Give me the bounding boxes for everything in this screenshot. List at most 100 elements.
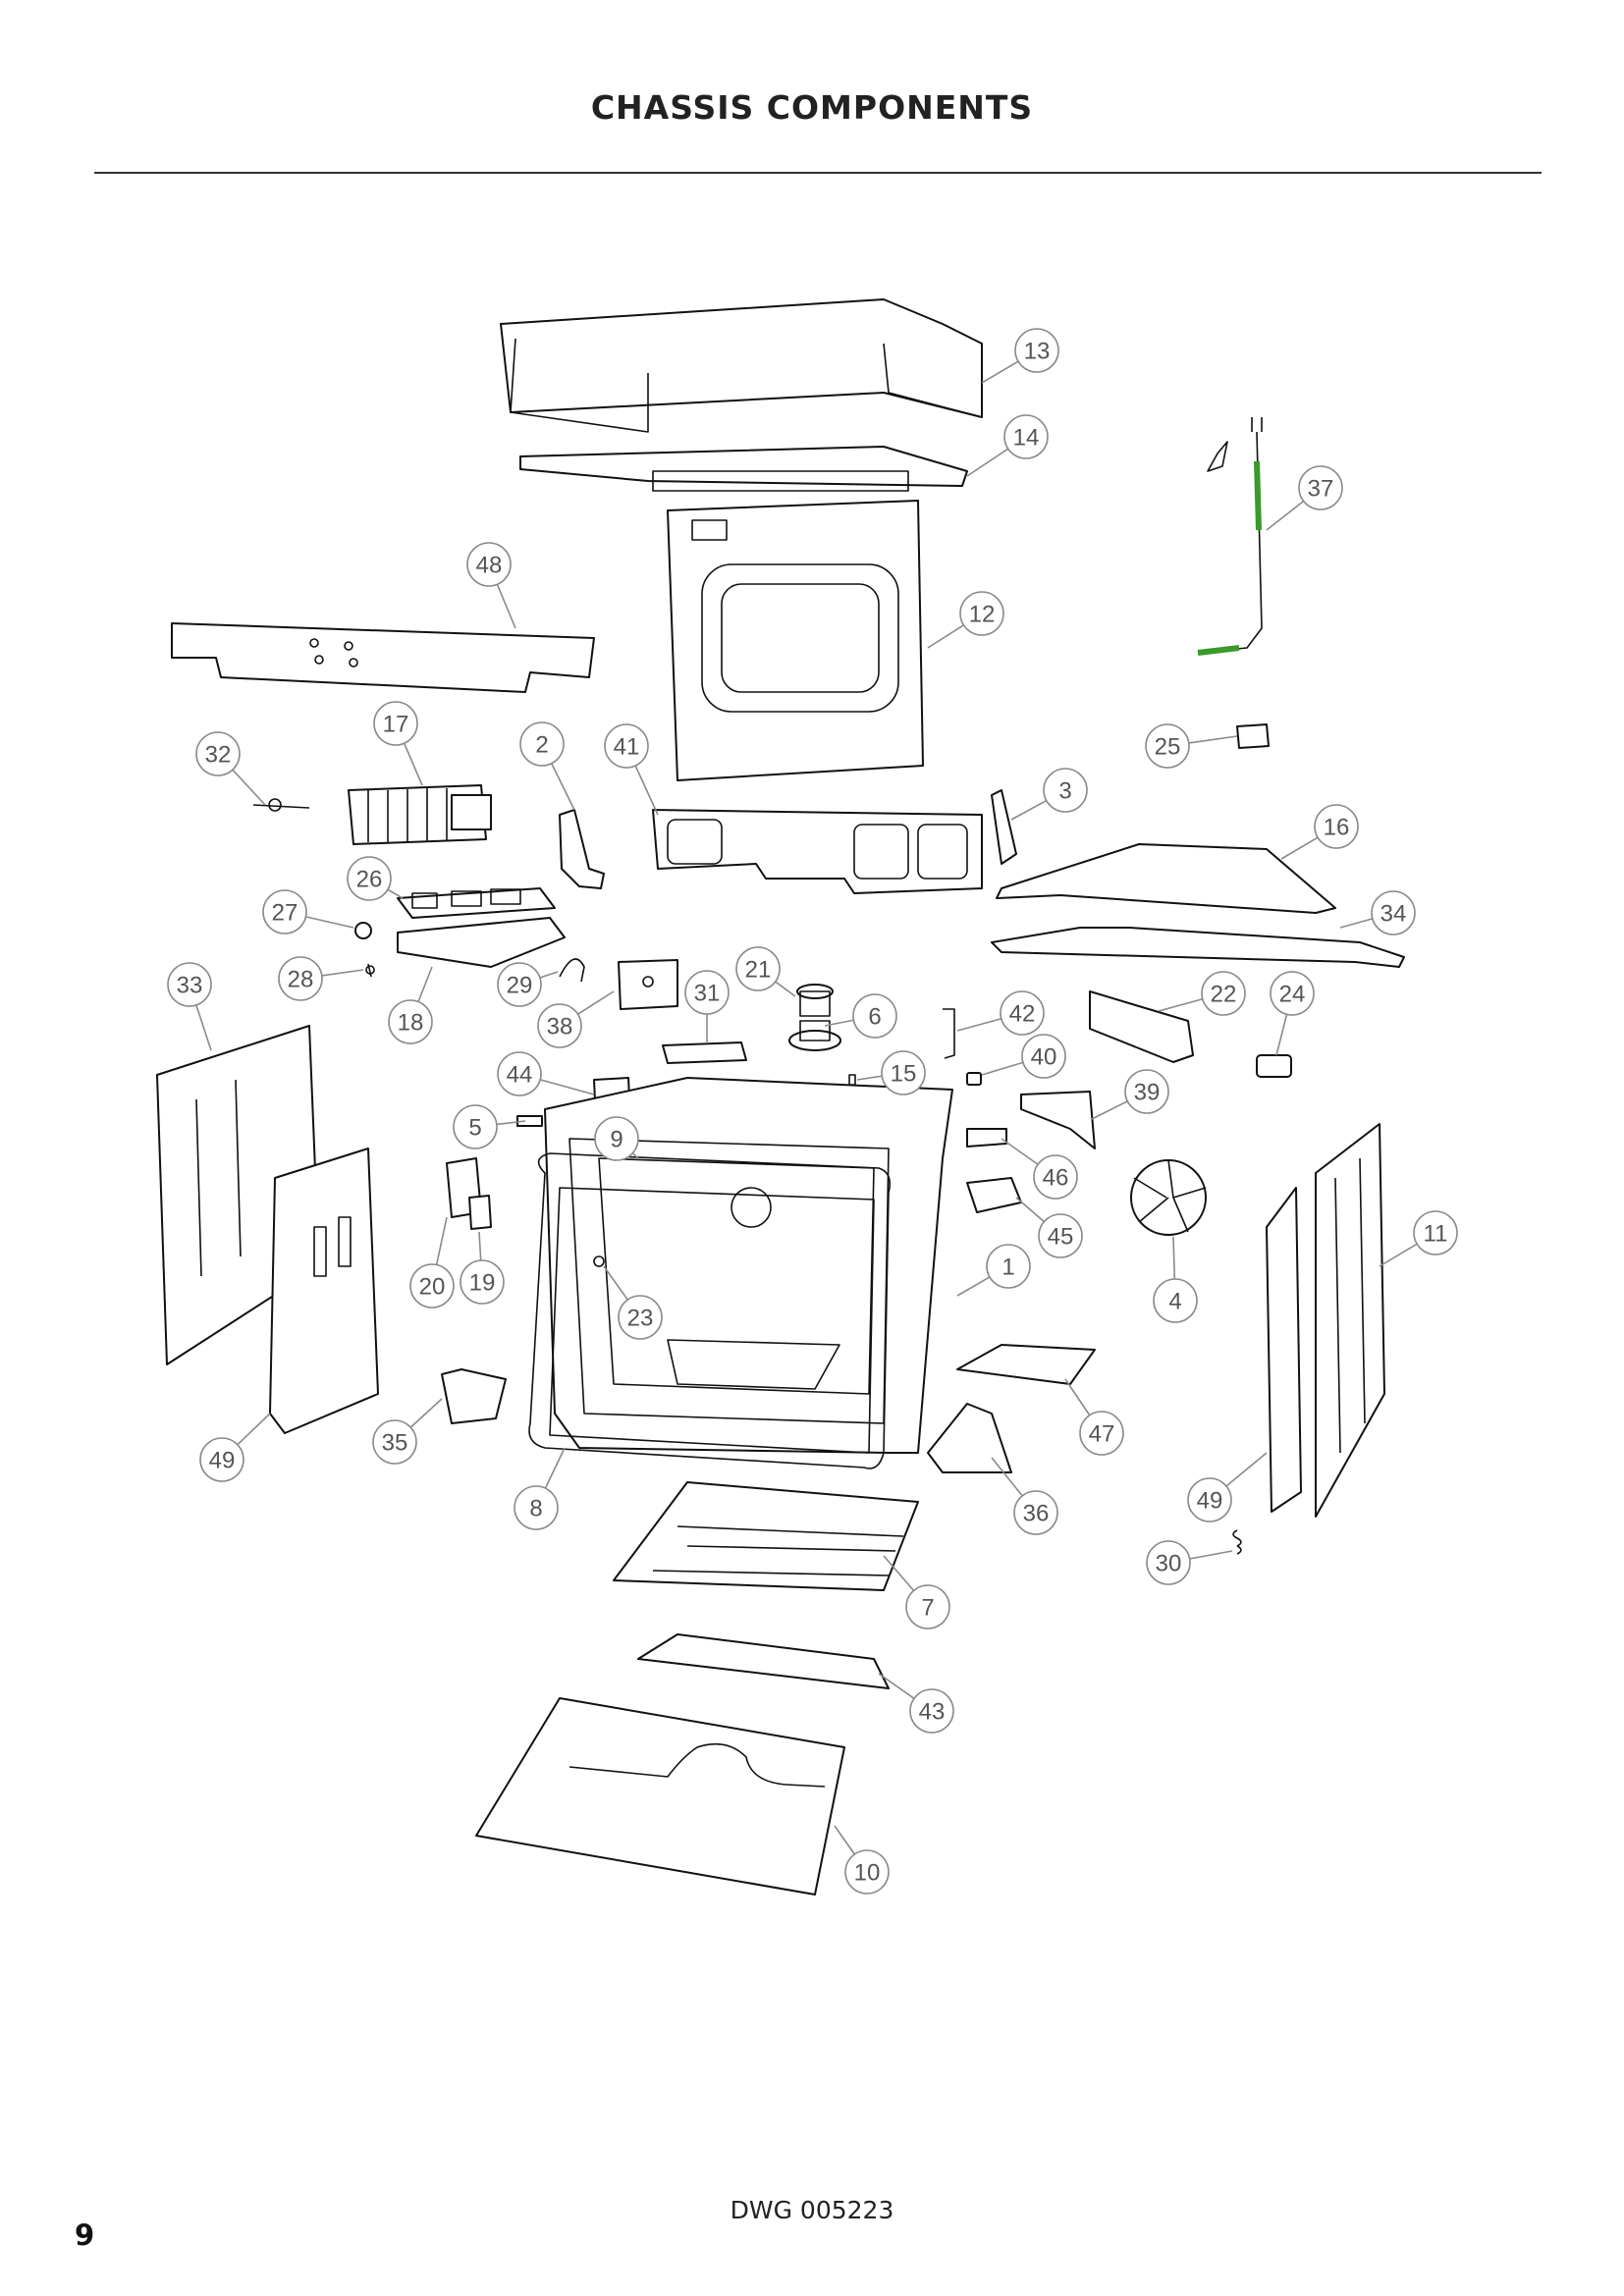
- callout-22: 22: [1201, 971, 1246, 1016]
- part-8-door-frame: [528, 1152, 892, 1469]
- leader-line-12: [927, 624, 964, 649]
- leader-line-30: [1189, 1550, 1233, 1560]
- part-47-plate: [956, 1344, 1096, 1385]
- callout-label: 41: [614, 734, 640, 761]
- part-16-side-plate: [996, 843, 1336, 914]
- callout-circle: [195, 731, 241, 776]
- callout-circle: [959, 591, 1004, 636]
- callout-circle: [1013, 1490, 1058, 1535]
- callout-label: 2: [535, 732, 548, 759]
- leader-line-13: [981, 360, 1019, 384]
- part-25-clip: [1236, 723, 1270, 749]
- callout-circle: [466, 542, 512, 587]
- callout-label: 3: [1058, 778, 1071, 805]
- callout-circle: [1079, 1411, 1124, 1456]
- leader-line-39: [1091, 1100, 1128, 1120]
- callout-37: 37: [1298, 465, 1343, 510]
- callout-circle: [1146, 1540, 1191, 1585]
- callout-label: 14: [1013, 425, 1040, 452]
- part-27-switch: [354, 922, 372, 939]
- page-number: 9: [75, 2218, 95, 2252]
- callout-circle: [278, 956, 323, 1001]
- callout-33: 33: [167, 962, 212, 1007]
- callout-circle: [852, 993, 897, 1039]
- leader-line-22: [1158, 998, 1203, 1012]
- leader-line-37: [1266, 500, 1305, 531]
- callout-label: 22: [1211, 982, 1237, 1008]
- callout-circle: [519, 721, 565, 767]
- callout-42: 42: [1000, 990, 1045, 1036]
- leader-line-2: [551, 763, 575, 811]
- leader-line-35: [409, 1398, 443, 1428]
- callout-27: 27: [262, 889, 307, 934]
- callout-label: 8: [529, 1496, 542, 1522]
- callout-label: 20: [419, 1274, 446, 1301]
- callout-49: 49: [1187, 1477, 1232, 1522]
- callout-23: 23: [618, 1295, 663, 1340]
- callout-label: 42: [1009, 1001, 1036, 1028]
- callout-4: 4: [1153, 1278, 1198, 1323]
- callout-13: 13: [1014, 328, 1059, 373]
- callout-32: 32: [195, 731, 241, 776]
- callout-circle: [1014, 328, 1059, 373]
- part-29-sensor: [559, 958, 585, 983]
- callout-label: 16: [1324, 815, 1350, 841]
- part-48-rail: [171, 622, 595, 693]
- part-11-right-side-panel: [1315, 1123, 1385, 1518]
- part-32-bracket: [252, 798, 310, 812]
- callout-label: 49: [209, 1448, 236, 1474]
- callout-14: 14: [1003, 414, 1049, 459]
- callout-label: 12: [969, 602, 996, 628]
- callout-label: 31: [694, 981, 721, 1007]
- leader-line-43: [878, 1673, 915, 1699]
- leader-line-48: [496, 584, 516, 629]
- part-5-hinge: [516, 1115, 543, 1127]
- part-49-right-insulation: [1266, 1187, 1302, 1513]
- callout-label: 40: [1031, 1044, 1057, 1071]
- callout-28: 28: [278, 956, 323, 1001]
- leader-line-26: [387, 888, 404, 899]
- callout-38: 38: [537, 1003, 582, 1048]
- part-43-rail: [637, 1633, 890, 1689]
- part-49-left-insulation: [269, 1148, 379, 1434]
- leader-line-21: [775, 981, 796, 997]
- part-14-top-plate: [519, 446, 968, 492]
- callout-31: 31: [684, 970, 730, 1015]
- leader-line-10: [834, 1825, 856, 1855]
- callout-35: 35: [372, 1419, 417, 1465]
- leader-line-40: [981, 1061, 1024, 1076]
- leader-line-46: [1001, 1138, 1039, 1165]
- leader-line-6: [824, 1019, 854, 1027]
- callout-label: 27: [272, 900, 298, 927]
- part-35-bracket: [441, 1368, 507, 1424]
- part-13-top-duct: [500, 298, 983, 433]
- callout-label: 36: [1023, 1501, 1050, 1527]
- callout-40: 40: [1021, 1034, 1066, 1079]
- callout-5: 5: [453, 1104, 498, 1149]
- part-drawings: [156, 298, 1405, 1896]
- callout-circle: [497, 962, 542, 1007]
- leader-line-29: [539, 971, 559, 979]
- callout-circle: [1153, 1278, 1198, 1323]
- callout-1: 1: [986, 1244, 1031, 1289]
- part-36-bracket: [927, 1403, 1012, 1473]
- part-42-wire: [943, 1008, 955, 1059]
- callout-8: 8: [514, 1485, 559, 1530]
- leader-line-15: [856, 1075, 883, 1081]
- callout-circle: [372, 1419, 417, 1465]
- callout-45: 45: [1038, 1213, 1083, 1258]
- leader-line-44: [539, 1079, 595, 1095]
- part-31-terminal-block: [662, 1041, 747, 1064]
- callout-circle: [735, 946, 781, 991]
- part-callouts: 1234567891011121314151617181920212223242…: [167, 328, 1458, 1895]
- header-rule: [94, 172, 1542, 174]
- callout-circle: [1033, 1154, 1078, 1200]
- callout-circle: [604, 723, 649, 769]
- callout-2: 2: [519, 721, 565, 767]
- callout-label: 1: [1001, 1255, 1014, 1281]
- part-7-heating-element: [613, 1481, 919, 1591]
- callout-circle: [1145, 723, 1190, 769]
- callout-label: 38: [547, 1014, 573, 1041]
- callout-circle: [844, 1849, 890, 1895]
- callout-label: 48: [476, 553, 503, 579]
